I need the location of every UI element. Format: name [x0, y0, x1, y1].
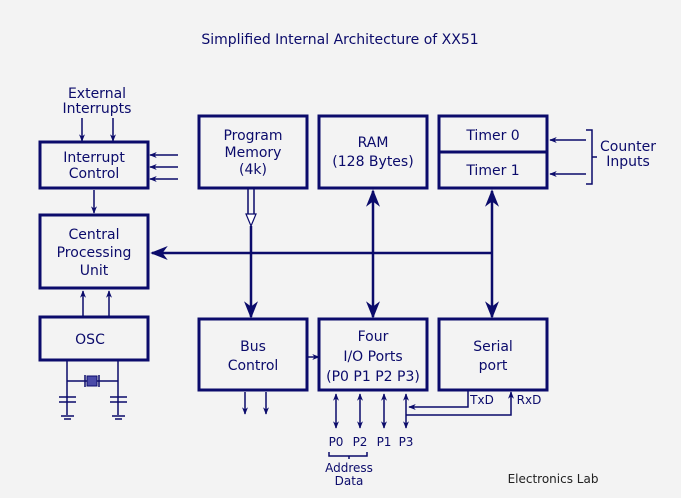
port-label-p3: P3: [399, 435, 414, 449]
bus-control-label-2: Control: [228, 358, 279, 374]
osc-block: [38, 315, 150, 362]
interrupt-control-label-1: Interrupt: [63, 150, 125, 166]
cpu-block: [38, 213, 150, 290]
bus-control-block: [197, 317, 309, 392]
txd-line: [408, 391, 469, 410]
rxd-line: [406, 391, 514, 416]
crystal-circuit: [59, 361, 127, 420]
io-label-1: Four: [358, 329, 389, 345]
address-data-bracket: [328, 452, 368, 459]
port-label-p1: P1: [377, 435, 392, 449]
io-label-2: I/O Ports: [343, 349, 402, 365]
ram-block: [317, 114, 429, 190]
program-memory-label-1: Program: [223, 128, 282, 144]
txd-label: TxD: [469, 393, 494, 407]
serial-label-2: port: [479, 358, 508, 374]
timer0-label: Timer 0: [465, 128, 519, 144]
program-memory-link: [247, 189, 255, 214]
interrupt-control-block: [38, 140, 150, 190]
io-label-3: (P0 P1 P2 P3): [326, 369, 420, 385]
serial-label-1: Serial: [473, 339, 513, 355]
external-interrupts-label-1: External: [68, 86, 126, 102]
cpu-label-1: Central: [69, 227, 120, 243]
program-memory-label-2: Memory: [225, 145, 282, 161]
port-label-p0: P0: [329, 435, 344, 449]
counter-bracket: [586, 129, 597, 185]
ram-label-1: RAM: [358, 135, 389, 151]
program-memory-block: [197, 114, 309, 190]
program-memory-label-3: (4k): [239, 162, 267, 178]
counter-inputs-label-1: Counter: [600, 139, 656, 155]
timer1-label: Timer 1: [465, 163, 519, 179]
port-label-p2: P2: [353, 435, 368, 449]
bus-control-label-1: Bus: [240, 339, 266, 355]
diagram-title: Simplified Internal Architecture of XX51: [201, 32, 478, 48]
interrupt-control-label-2: Control: [69, 166, 120, 182]
address-label: Address: [325, 461, 373, 475]
cpu-label-3: Unit: [80, 263, 109, 279]
osc-label: OSC: [75, 332, 105, 348]
data-label: Data: [335, 474, 364, 488]
rxd-label: RxD: [517, 393, 542, 407]
watermark: Electronics Lab: [508, 472, 599, 486]
io-ports-block: [317, 317, 429, 392]
ram-label-2: (128 Bytes): [332, 154, 413, 170]
external-interrupts-label-2: Interrupts: [63, 101, 132, 117]
counter-inputs-label-2: Inputs: [606, 154, 650, 170]
cpu-label-2: Processing: [57, 245, 132, 261]
hollow-arrow-icon: [245, 213, 257, 228]
serial-port-block: [437, 317, 549, 392]
